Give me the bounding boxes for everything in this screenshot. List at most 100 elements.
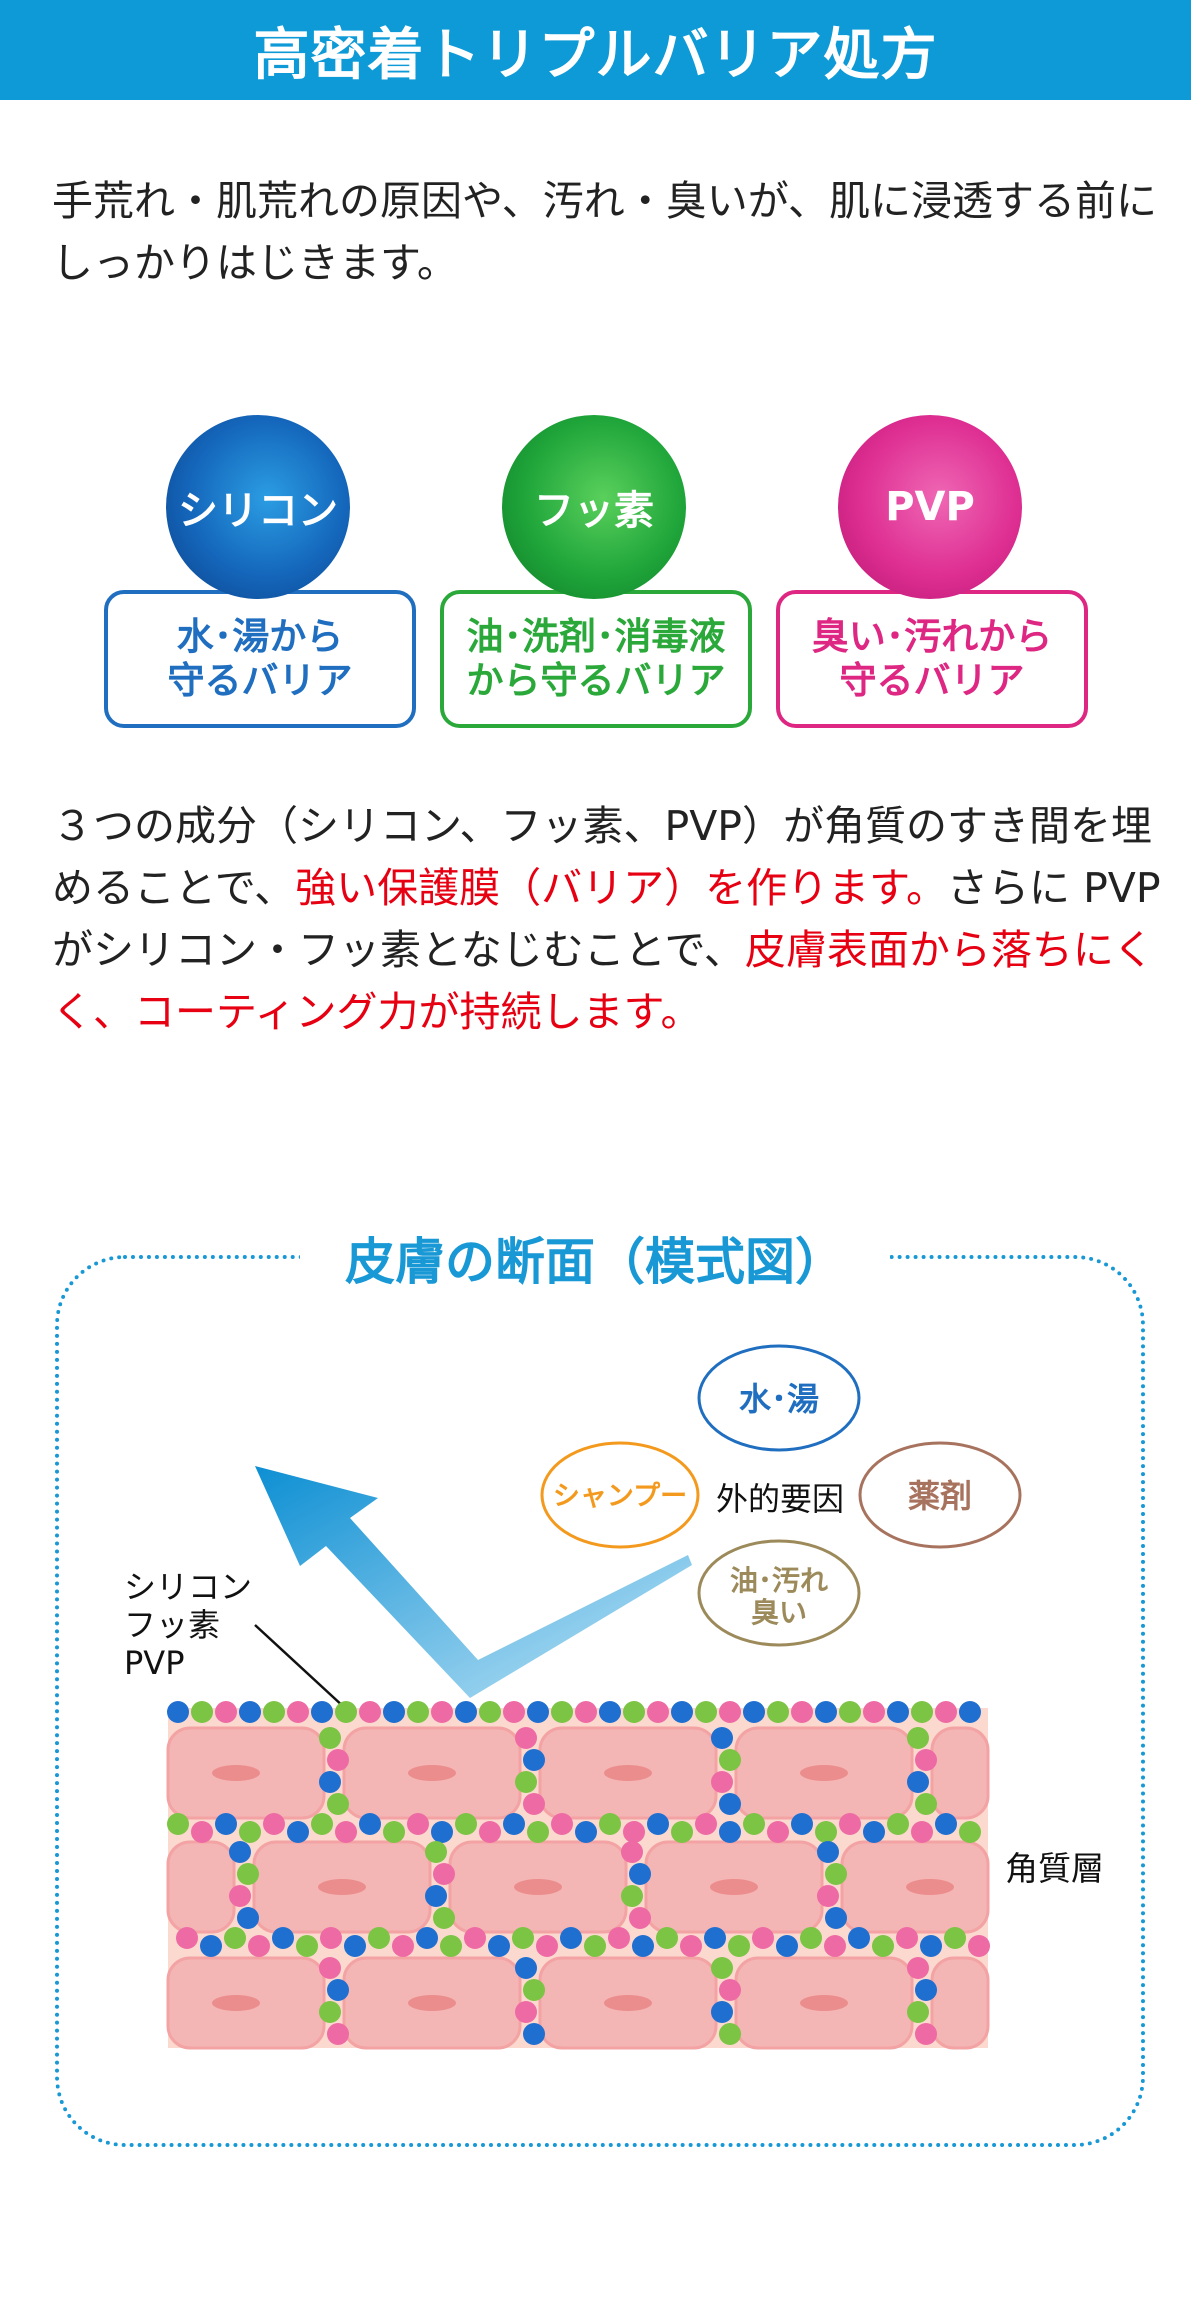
ingredient-particle xyxy=(515,2001,537,2023)
ingredient-particle xyxy=(515,1771,537,1793)
ingredient-particle xyxy=(167,1813,189,1835)
ingredient-particle xyxy=(319,1727,341,1749)
badge-silicone: シリコン 水･湯から 守るバリア xyxy=(104,415,416,735)
ingredient-particle xyxy=(839,1701,861,1723)
ingredient-particle xyxy=(704,1927,726,1949)
ingredient-particle xyxy=(632,1935,654,1957)
ingredient-particle xyxy=(248,1935,270,1957)
ingredient-particle xyxy=(407,1701,429,1723)
ingredient-particle xyxy=(335,1701,357,1723)
diagram-title: 皮膚の断面（模式図） xyxy=(300,1220,890,1296)
ingredient-particle xyxy=(887,1813,909,1835)
cell-nucleus xyxy=(318,1879,366,1895)
skin-cells xyxy=(166,1726,990,2050)
ingredient-particle xyxy=(392,1935,414,1957)
pvp-label: PVP xyxy=(885,484,975,530)
external-factors-label: 外的要因 xyxy=(716,1480,844,1518)
pvp-ball: PVP xyxy=(838,415,1022,599)
ingredient-particle xyxy=(224,1927,246,1949)
cell-nucleus xyxy=(906,1879,954,1895)
ingredient-particle xyxy=(335,1821,357,1843)
ingredient-particle xyxy=(629,1907,651,1929)
cell-nucleus xyxy=(212,1765,260,1781)
ingredient-particle xyxy=(327,1793,349,1815)
ingredient-particle xyxy=(383,1701,405,1723)
ingredient-particle xyxy=(191,1821,213,1843)
fluorine-line1: 油･洗剤･消毒液 xyxy=(466,615,726,658)
ingredient-particle xyxy=(425,1841,447,1863)
ingredient-particle xyxy=(839,1813,861,1835)
ingredient-particle xyxy=(915,1979,937,2001)
ingredient-particle xyxy=(433,1863,455,1885)
ingredient-particle xyxy=(968,1935,990,1957)
ingredient-particle xyxy=(825,1863,847,1885)
ingredient-particle xyxy=(229,1841,251,1863)
ingredient-particle xyxy=(719,1749,741,1771)
ingredient-particle xyxy=(791,1813,813,1835)
ingredient-particle xyxy=(239,1701,261,1723)
description-highlight2: 皮膚表面から落ちにくく、コーティング力が持続します。 xyxy=(52,926,1155,1036)
ingredient-particle xyxy=(272,1927,294,1949)
description-highlight1: 強い保護膜（バリア）を作ります。 xyxy=(295,864,948,912)
ingredient-particle xyxy=(915,2023,937,2045)
ingredient-particle xyxy=(523,1979,545,2001)
ingredient-particle xyxy=(239,1821,261,1843)
ingredient-particle xyxy=(743,1813,765,1835)
silicone-description: 水･湯から 守るバリア xyxy=(104,590,416,728)
ingredient-particle xyxy=(425,1885,447,1907)
ingredient-particle xyxy=(383,1821,405,1843)
ingredient-particle xyxy=(911,1821,933,1843)
ingredient-particle xyxy=(647,1701,669,1723)
ingredient-particle xyxy=(621,1841,643,1863)
ingredient-particle xyxy=(575,1701,597,1723)
ingredient-particle xyxy=(767,1821,789,1843)
ingredient-particle xyxy=(344,1935,366,1957)
fluorine-label: フッ素 xyxy=(534,488,654,534)
ingredient-particle xyxy=(551,1701,573,1723)
cell-nucleus xyxy=(408,1995,456,2011)
ingredient-particle xyxy=(907,1771,929,1793)
pvp-line1: 臭い･汚れから xyxy=(811,615,1053,658)
ingredient-particle xyxy=(523,1749,545,1771)
silicone-label: シリコン xyxy=(178,488,338,534)
ingredient-particle xyxy=(907,2001,929,2023)
ingredient-particle xyxy=(719,2023,741,2045)
factor-shampoo: シャンプー xyxy=(540,1441,700,1549)
ingredient-particle xyxy=(711,1957,733,1979)
ingredient-particle xyxy=(817,1841,839,1863)
ingredient-particle xyxy=(327,1979,349,2001)
ingredient-particles xyxy=(167,1701,990,2045)
ingredient-particle xyxy=(319,1771,341,1793)
ingredient-particle xyxy=(320,1927,342,1949)
ingredient-particle xyxy=(575,1821,597,1843)
ingredient-particle xyxy=(711,2001,733,2023)
ingredient-particle xyxy=(743,1701,765,1723)
ingredient-particle xyxy=(440,1935,462,1957)
ingredient-particle xyxy=(536,1935,558,1957)
ingredient-particle xyxy=(935,1813,957,1835)
ingredient-particle xyxy=(719,1701,741,1723)
silicone-ball: シリコン xyxy=(166,415,350,599)
ingredient-particle xyxy=(167,1701,189,1723)
ingredient-particle xyxy=(479,1701,501,1723)
ingredient-label-fluorine: フッ素 xyxy=(124,1606,220,1644)
ingredient-particle xyxy=(431,1701,453,1723)
badge-pvp: PVP 臭い･汚れから 守るバリア xyxy=(776,415,1088,735)
ingredient-particle xyxy=(944,1927,966,1949)
ingredient-particle xyxy=(791,1701,813,1723)
ingredient-particle xyxy=(711,1771,733,1793)
cell-nucleus xyxy=(800,1765,848,1781)
description-part1: ３つの成分（シリコン、フッ素、PVP）が角質のすき間を埋めることで、 xyxy=(52,802,1153,912)
pvp-description: 臭い･汚れから 守るバリア xyxy=(776,590,1088,728)
ingredient-particle xyxy=(359,1701,381,1723)
ingredient-particle xyxy=(599,1701,621,1723)
ingredient-label-pvp: PVP xyxy=(124,1644,184,1682)
ingredient-particle xyxy=(327,1749,349,1771)
ingredient-particle xyxy=(915,1793,937,1815)
ingredient-particle xyxy=(263,1813,285,1835)
ingredient-particle xyxy=(863,1821,885,1843)
ingredient-label-silicone: シリコン xyxy=(124,1568,252,1606)
ingredient-particle xyxy=(825,1907,847,1929)
ingredient-particle xyxy=(863,1701,885,1723)
ingredient-particle xyxy=(584,1935,606,1957)
